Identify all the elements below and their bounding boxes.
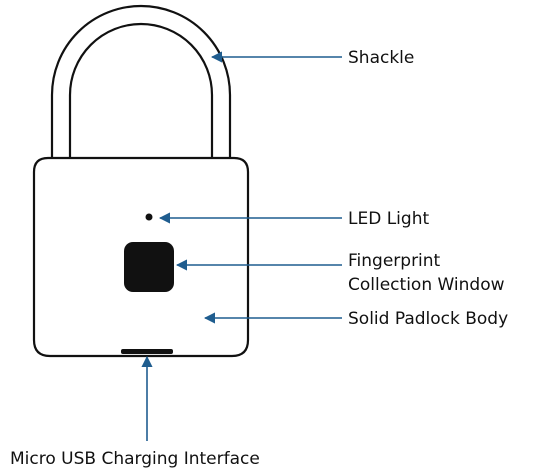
shackle-outer xyxy=(50,4,232,164)
label-fingerprint-line2: Collection Window xyxy=(348,275,505,295)
shackle-inner xyxy=(68,22,214,164)
label-shackle: Shackle xyxy=(348,48,414,68)
shackle xyxy=(50,4,232,164)
label-body: Solid Padlock Body xyxy=(348,309,508,329)
fingerprint-window xyxy=(124,242,174,292)
label-fingerprint-line1: Fingerprint xyxy=(348,251,441,271)
label-led-light: LED Light xyxy=(348,209,429,229)
label-usb: Micro USB Charging Interface xyxy=(10,449,260,469)
usb-port xyxy=(121,349,173,354)
led-dot xyxy=(145,213,153,221)
callouts xyxy=(141,51,342,441)
